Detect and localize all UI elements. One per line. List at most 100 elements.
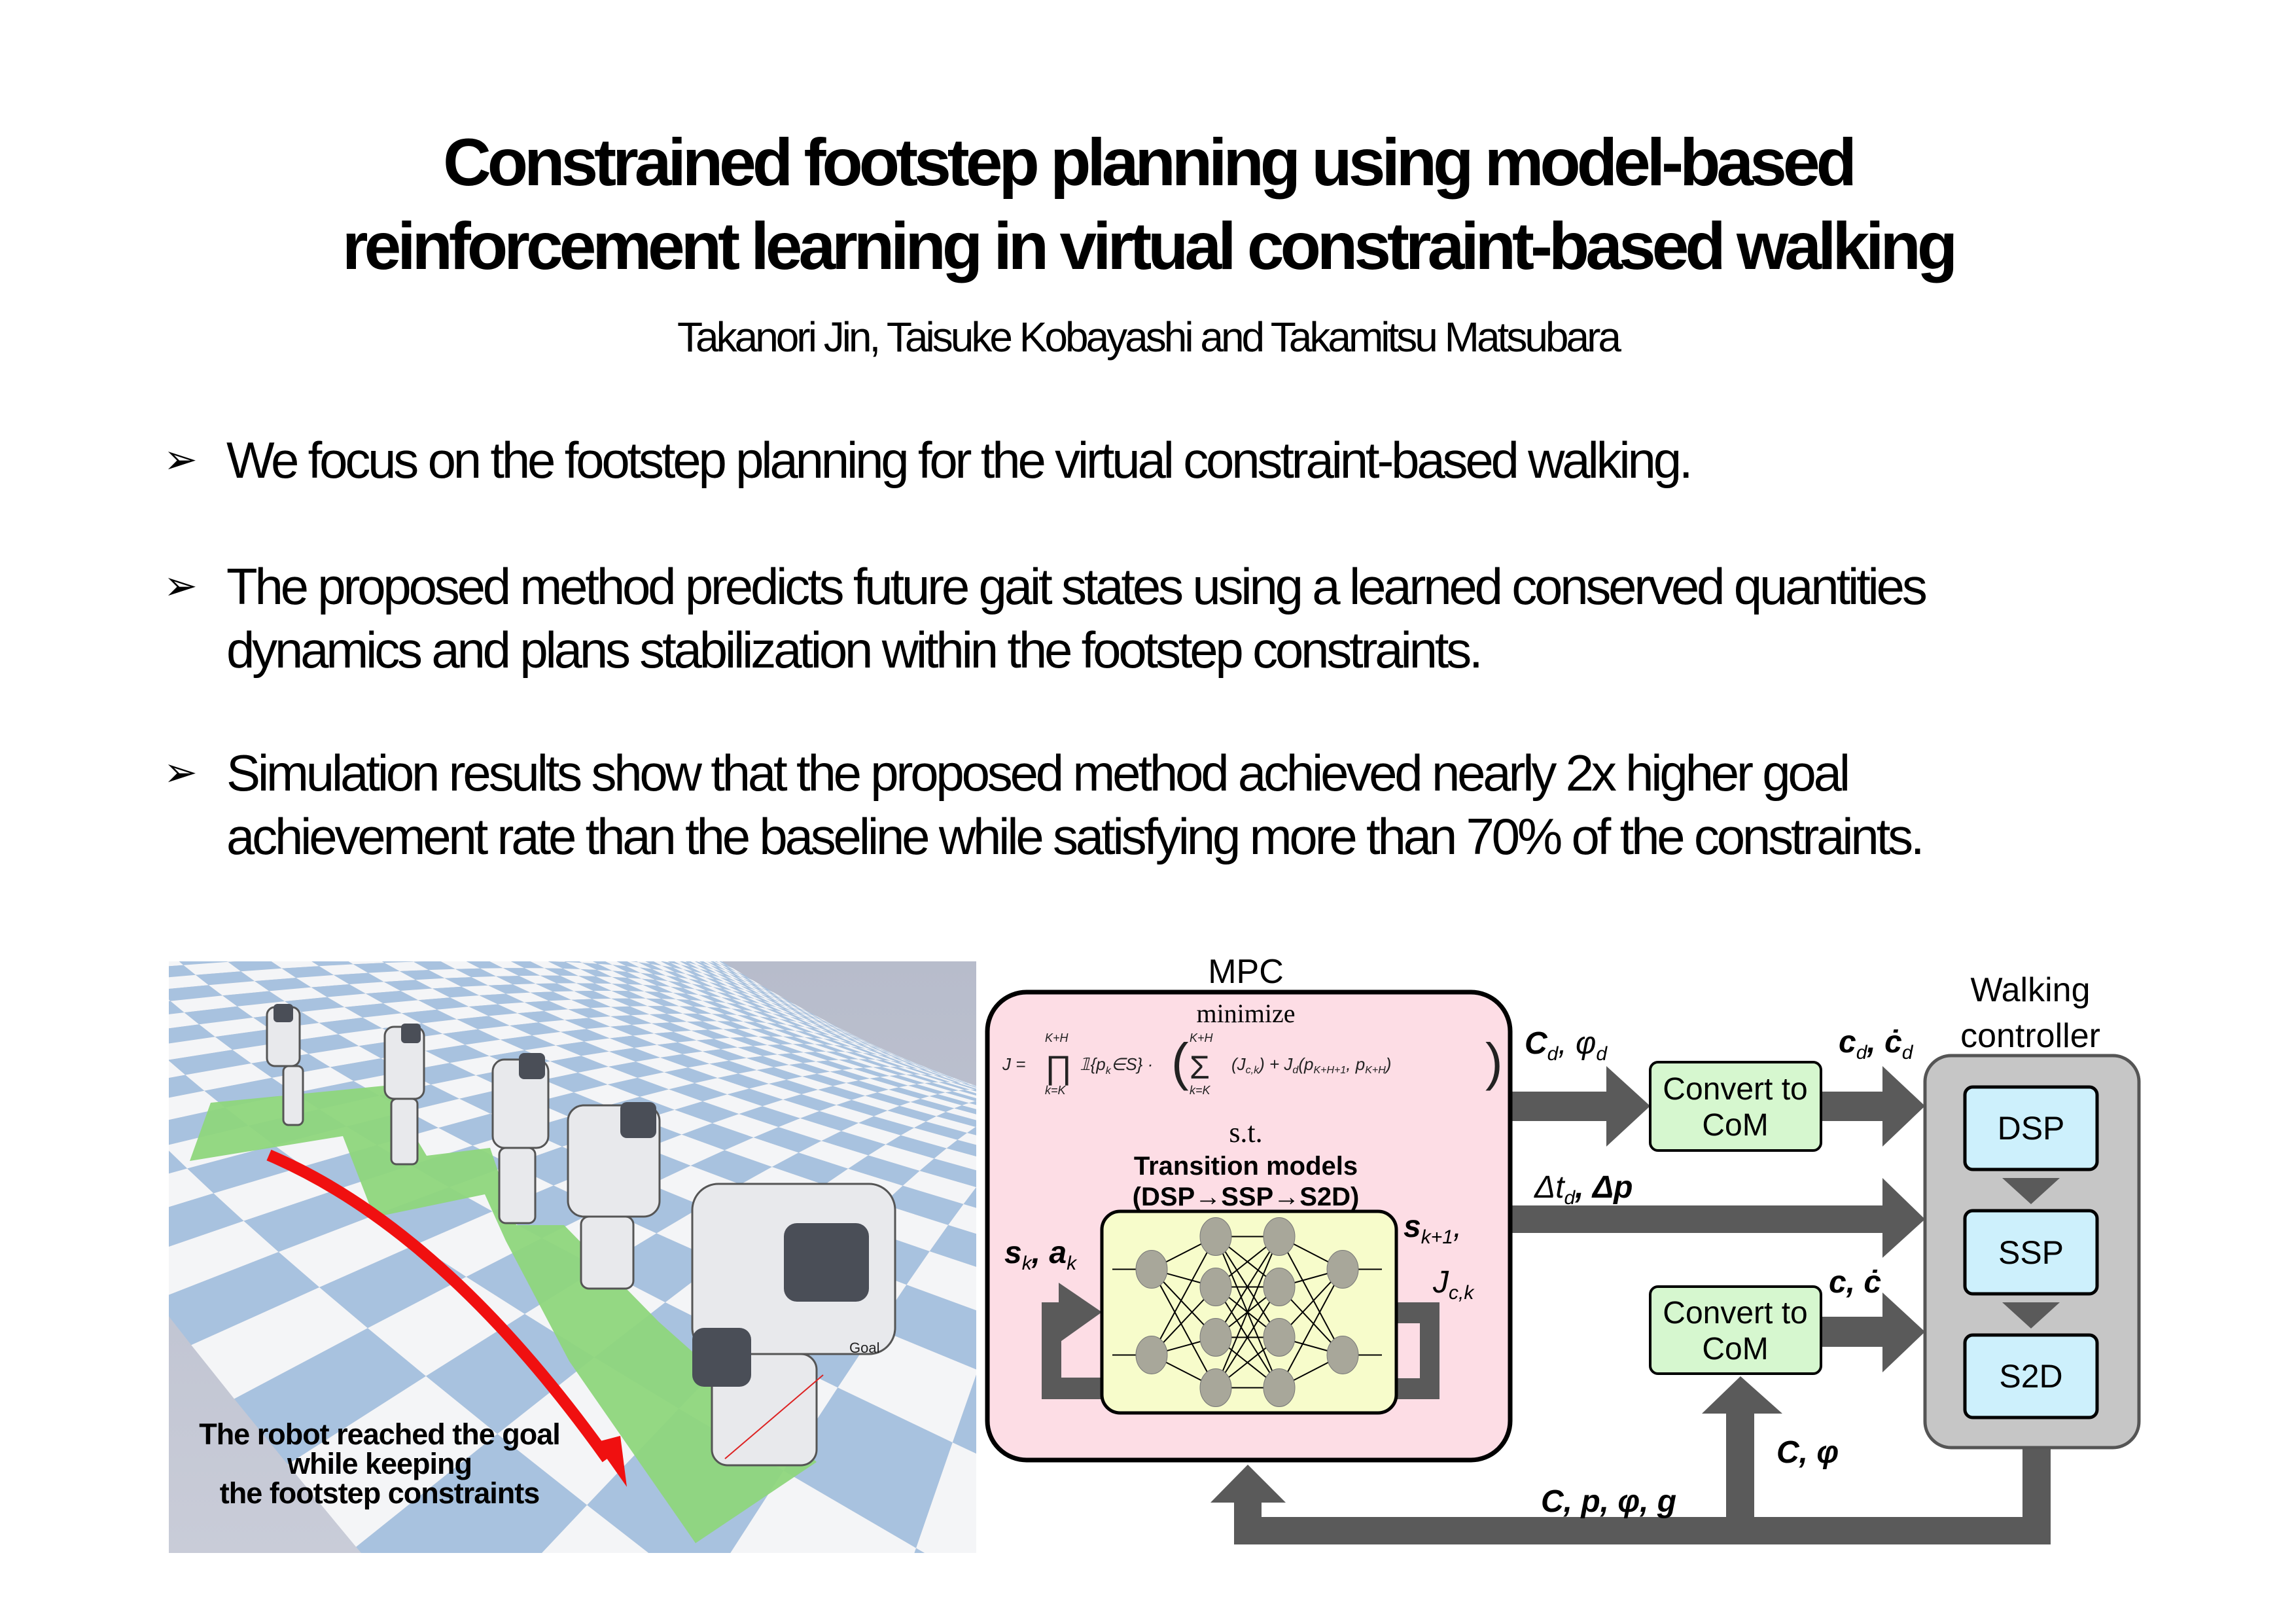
floor-tile <box>713 969 733 978</box>
authors: Takanori Jin, Taisuke Kobayashi and Taka… <box>677 313 1621 361</box>
floor-tile <box>850 1034 870 1043</box>
floor-tile <box>431 1075 504 1099</box>
floor-tile <box>582 963 612 971</box>
floor-tile <box>771 1152 849 1185</box>
floor-tile <box>800 1111 859 1132</box>
floor-tile <box>661 961 684 970</box>
floor-tile <box>779 1005 800 1014</box>
floor-tile <box>749 1084 802 1100</box>
floor-tile <box>745 990 766 999</box>
floor-tile <box>736 982 756 991</box>
floor-tile <box>412 961 427 962</box>
floor-tile <box>740 980 759 989</box>
floor-tile <box>673 967 696 976</box>
floor-tile <box>741 1000 766 1008</box>
floor-tile <box>732 999 757 1007</box>
floor-tile <box>169 1060 186 1079</box>
floor-tile <box>241 968 296 982</box>
floor-tile <box>686 993 715 1002</box>
floor-tile <box>680 965 703 974</box>
arrowhead-bullet-icon: ➢ <box>164 563 198 609</box>
floor-tile <box>792 1008 813 1018</box>
floor-tile <box>805 1023 829 1032</box>
floor-tile <box>707 961 726 971</box>
floor-tile <box>383 1000 437 1014</box>
nn-node <box>1199 1217 1232 1256</box>
down-arrow-icon <box>2002 1302 2060 1329</box>
floor-tile <box>848 1155 920 1186</box>
floor-tile <box>670 986 699 995</box>
floor-tile <box>660 1054 710 1068</box>
floor-tile <box>717 1021 751 1029</box>
floor-tile <box>169 1012 200 1029</box>
floor-tile <box>790 1016 813 1026</box>
floor-tile <box>798 1141 869 1169</box>
arrow-shaft <box>1510 1205 1890 1233</box>
floor-tile <box>659 991 690 1000</box>
floor-tile <box>688 963 709 971</box>
floor-tile <box>830 1024 849 1033</box>
floor-tile <box>762 1054 804 1065</box>
floor-tile <box>818 1018 836 1027</box>
floor-tile <box>891 1054 914 1063</box>
floor-tile <box>763 992 782 1001</box>
floor-tile <box>565 1018 610 1029</box>
floor-tile <box>752 992 773 1001</box>
floor-tile <box>885 1135 947 1159</box>
floor-tile <box>910 1099 955 1112</box>
floor-tile <box>696 1039 738 1050</box>
floor-tile <box>568 1008 611 1018</box>
floor-tile <box>702 1001 732 1009</box>
arrow-shaft <box>1510 1092 1621 1121</box>
nn-node <box>1135 1250 1168 1289</box>
floor-tile <box>906 1251 976 1311</box>
floor-tile <box>637 961 651 964</box>
floor-tile <box>777 1053 817 1063</box>
floor-tile <box>822 1033 848 1043</box>
floor-tile <box>890 1067 921 1075</box>
floor-tile <box>781 1001 800 1010</box>
floor-tile <box>415 978 462 989</box>
floor-tile <box>169 965 196 978</box>
floor-tile <box>556 1041 609 1056</box>
floor-tile <box>732 984 753 992</box>
floor-tile <box>593 991 629 999</box>
floor-tile <box>785 1008 806 1018</box>
floor-tile <box>717 1073 769 1089</box>
floor-tile <box>442 1029 501 1045</box>
down-arrow-icon <box>2002 1178 2060 1204</box>
arrows <box>1210 1066 2051 1544</box>
loop-left <box>1042 1302 1102 1399</box>
floor-tile <box>512 984 554 993</box>
floor-tile <box>766 1008 790 1017</box>
floor-tile <box>872 1050 898 1058</box>
floor-tile <box>913 1074 945 1082</box>
floor-tile <box>945 1091 976 1101</box>
floor-tile <box>429 969 472 978</box>
floor-tile <box>833 1027 853 1037</box>
floor-tile <box>426 1313 595 1435</box>
floor-tile <box>544 968 579 976</box>
floor-tile <box>196 971 255 986</box>
phase-ssp-box <box>1963 1209 2099 1296</box>
floor-tile <box>612 971 642 979</box>
floor-tile <box>967 1082 976 1086</box>
floor-tile <box>627 978 658 986</box>
formula-terms: (Jc,k) + Jd(pK+H+1, pK+H) <box>1231 1054 1391 1076</box>
cost-label: Jc,k <box>1432 1265 1475 1304</box>
floor-tile <box>948 1204 976 1234</box>
nn-edge <box>1215 1236 1280 1388</box>
nn-node <box>1135 1335 1168 1374</box>
floor-tile <box>779 1019 805 1027</box>
floor-tile <box>781 1015 805 1024</box>
floor-tile <box>849 1037 871 1045</box>
floor-tile <box>762 1099 820 1118</box>
floor-tile <box>919 1158 976 1187</box>
floor-tile <box>708 971 729 980</box>
floor-tile <box>792 1011 813 1020</box>
floor-tile <box>745 1037 781 1045</box>
floor-tile <box>910 1063 935 1072</box>
floor-tile <box>511 961 544 969</box>
floor-tile <box>753 1127 822 1153</box>
